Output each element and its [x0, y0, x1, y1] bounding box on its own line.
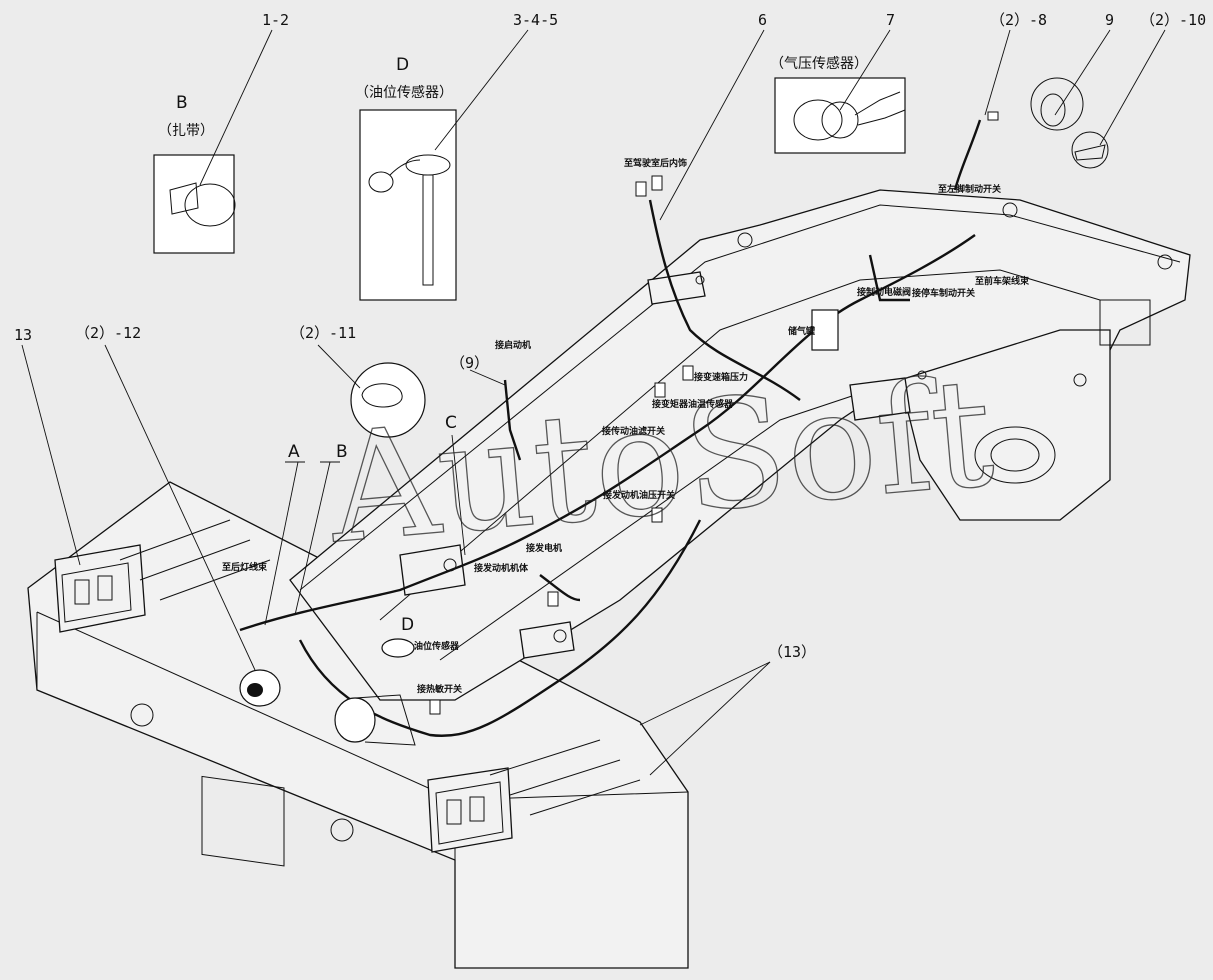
detail-b-letter: B [176, 93, 188, 113]
detail-b-title: （扎带） [158, 123, 214, 139]
detail-view-pressure-sensor [774, 77, 906, 154]
air-tank [811, 309, 839, 351]
rear-lamp-left [54, 544, 146, 633]
callout-3-4-5: 3-4-5 [513, 11, 558, 29]
rear-lamp-right [427, 767, 513, 853]
detail-item-9 [1030, 77, 1084, 131]
detail-circle-11 [350, 362, 426, 438]
label-engine-oil-pressure-switch: 接发动机油压开关 [603, 489, 675, 501]
fuel-level-sensor [381, 638, 415, 658]
callout-1-2: 1-2 [262, 11, 289, 29]
view-letter-d: D [401, 615, 414, 635]
detail-d-title: （油位传感器） [355, 84, 453, 101]
label-engine-ground: 接发动机机体 [474, 562, 529, 574]
label-brake-solenoid: 接制动电磁阀 [857, 286, 911, 298]
view-letter-c: C [445, 413, 457, 433]
detail-item-10 [1071, 131, 1109, 169]
label-to-starter: 接启动机 [495, 339, 531, 351]
callout-2-10: （2）-10 [1140, 11, 1206, 29]
label-thermal-switch: 接热敏开关 [417, 683, 462, 695]
label-to-rear-light-harness: 至后灯线束 [222, 561, 268, 573]
label-to-front-frame-harness: 至前车架线束 [975, 275, 1030, 287]
horn [239, 669, 281, 707]
callout-9: 9 [1105, 11, 1114, 29]
pressure-sensor-title: （气压传感器） [770, 55, 868, 72]
callout-13: 13 [14, 326, 32, 344]
callout-2-11: （2）-11 [290, 324, 356, 342]
callout-13-paren: （13） [768, 643, 816, 661]
label-to-left-brake-switch: 至左脚制动开关 [938, 183, 1001, 195]
callout-6: 6 [758, 11, 767, 29]
label-to-alternator: 接发电机 [526, 542, 562, 554]
label-gearbox-pressure: 接变速箱压力 [694, 371, 748, 383]
callout-9-paren: （9） [450, 354, 489, 372]
label-air-tank: 储气罐 [788, 325, 815, 337]
chassis-frame [27, 189, 1191, 969]
label-parking-brake-switch: 接停车制动开关 [912, 287, 975, 299]
view-letter-b: B [336, 442, 348, 462]
starter-motor [334, 694, 416, 746]
leader-lines [21, 29, 1166, 776]
label-converter-temp-sensor: 接变矩器油温传感器 [652, 398, 734, 410]
label-to-cab-rear-trim: 至驾驶室后内饰 [624, 157, 687, 169]
view-letter-a: A [288, 442, 300, 462]
callout-2-8: （2）-8 [990, 11, 1047, 29]
detail-view-d [359, 109, 457, 301]
label-fuel-level-sensor: 油位传感器 [414, 640, 460, 652]
watermark-text: AutoSoft [321, 346, 999, 577]
label-transmission-filter-switch: 接传动油滤开关 [602, 425, 665, 437]
callout-2-12: （2）-12 [75, 324, 141, 342]
detail-d-letter: D [396, 55, 409, 75]
wiring-harness [239, 111, 999, 746]
detail-view-b [153, 154, 236, 254]
callout-7: 7 [886, 11, 895, 29]
